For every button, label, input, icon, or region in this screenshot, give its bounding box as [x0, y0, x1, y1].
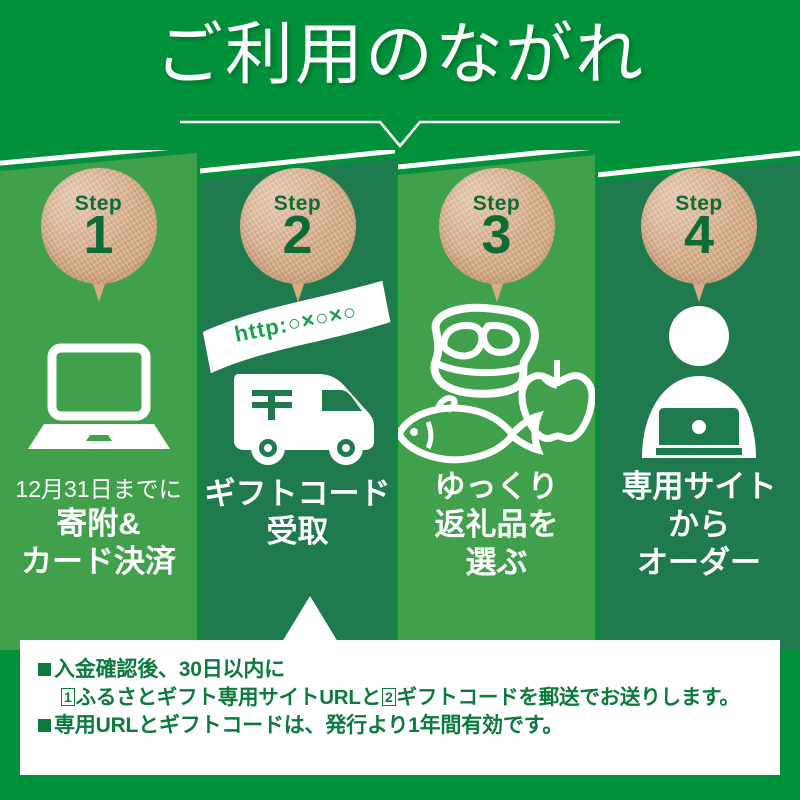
badge-tail — [90, 278, 107, 302]
step-3-caption-line-2: 返礼品を — [434, 506, 559, 542]
url-banner-shape — [202, 280, 391, 374]
header: ご利用のながれ — [0, 0, 800, 170]
step-number: 3 — [481, 205, 512, 265]
steps-row: Step 1 12月31日までに 寄附& カード決済 — [0, 150, 800, 650]
step-word: Step — [273, 192, 322, 215]
step-3-caption-line-1: ゆっくり — [434, 469, 559, 504]
bullet-square-icon — [38, 663, 51, 676]
step-1-caption-line-2: カード決済 — [21, 543, 176, 579]
step-panel-1[interactable]: Step 1 12月31日までに 寄附& カード決済 — [0, 150, 197, 650]
url-banner: http:○×○×○ — [200, 280, 395, 377]
badge-tail — [488, 278, 505, 302]
step-2-caption: ギフトコード 受取 — [200, 475, 395, 551]
badge-disc — [438, 168, 555, 284]
step-2-caption-line-2: 受取 — [266, 513, 329, 549]
step-2-caption-line-1: ギフトコード — [204, 476, 391, 511]
step-badge-1: Step 1 — [40, 168, 157, 302]
note-pointer-triangle — [282, 596, 338, 642]
badge-tail — [289, 278, 306, 302]
panel-1-shape — [0, 150, 197, 650]
laptop-icon — [28, 343, 170, 449]
title-divider — [180, 120, 620, 149]
step-1-caption-small: 12月31日までに — [15, 476, 182, 502]
step-1-icon-zone — [0, 300, 197, 470]
badge-disc — [239, 168, 356, 284]
badge-tail — [691, 278, 707, 302]
note-line-2-post: ギフトコードを郵送でお送りします。 — [396, 686, 740, 710]
note-line-3-text: 専用URLとギフトコードは、発行より1年間有効です。 — [54, 713, 564, 737]
page-title: ご利用のながれ — [154, 17, 645, 93]
step-word: Step — [675, 192, 723, 215]
step-4-caption: 専用サイト から オーダー — [598, 468, 800, 581]
step-panel-3[interactable]: Step 3 — [398, 150, 595, 650]
step-number: 1 — [83, 205, 114, 265]
meat-icon — [430, 303, 539, 398]
step-3-caption: ゆっくり 返礼品を 選ぶ — [398, 468, 595, 581]
badge-disc — [641, 168, 757, 284]
step-4-icon-zone — [598, 300, 800, 470]
panel-3-shape — [398, 150, 595, 650]
step-3-icon-zone — [398, 300, 595, 470]
step-badge-2: Step 2 — [239, 168, 356, 302]
step-badge-3: Step 3 — [438, 168, 555, 302]
apple-icon — [518, 360, 595, 443]
note-line-1-text: 入金確認後、30日以内に — [54, 658, 285, 681]
badge-disc — [40, 168, 157, 284]
person-with-laptop-icon — [642, 306, 756, 458]
note-line-1: 入金確認後、30日以内に — [38, 656, 766, 684]
step-4-caption-line-2: から — [668, 506, 730, 542]
boxed-number-2: 2 — [382, 688, 396, 707]
step-4-caption-line-1: 専用サイト — [621, 469, 777, 504]
step-4-caption-line-3: オーダー — [637, 544, 761, 580]
step-badge-4: Step 4 — [641, 168, 757, 302]
meat-fish-apple-icon — [398, 303, 595, 464]
step-2-icon-zone: http:○×○×○ — [200, 280, 395, 470]
bullet-square-icon — [38, 718, 51, 732]
step-word: Step — [74, 192, 123, 215]
step-1-caption-line-1: 寄附& — [56, 506, 141, 542]
note-line-2-pre: ふるさとギフト専用サイトURLと — [75, 686, 382, 710]
fish-icon — [398, 395, 544, 464]
step-3-caption-line-3: 選ぶ — [465, 544, 528, 580]
step-number: 4 — [683, 205, 715, 265]
step-panel-4[interactable]: Step 4 専用サイト から オーダー — [598, 150, 800, 650]
boxed-number-1: 1 — [61, 688, 75, 707]
note-line-3: 専用URLとギフトコードは、発行より1年間有効です。 — [38, 712, 766, 740]
delivery-truck-icon — [234, 374, 374, 465]
step-number: 2 — [282, 205, 313, 265]
step-panel-2[interactable]: Step 2 http:○×○×○ — [200, 150, 395, 650]
step-word: Step — [472, 192, 521, 215]
step-1-caption: 12月31日までに 寄附& カード決済 — [0, 475, 197, 581]
